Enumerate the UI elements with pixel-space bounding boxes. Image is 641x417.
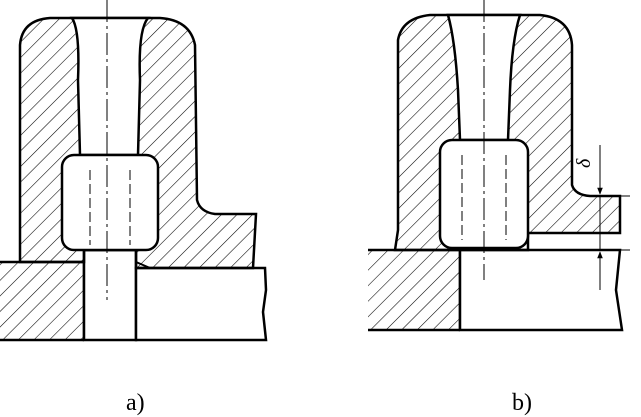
caption-a: a) [126, 390, 145, 416]
figure-a-funnel [69, 16, 151, 157]
figure-a-punch [82, 248, 138, 342]
figure-b-base-left [368, 250, 460, 330]
figure-b: δ [368, 0, 630, 332]
caption-b: b) [512, 390, 532, 416]
delta-label: δ [573, 158, 595, 168]
figure-a-base-left [0, 262, 84, 340]
figure-a-chamber [60, 153, 160, 252]
figure-b-right-block [458, 248, 624, 332]
figure-a [0, 0, 268, 342]
dimension-delta: δ [573, 145, 630, 290]
figure-a-right-block [134, 266, 268, 342]
